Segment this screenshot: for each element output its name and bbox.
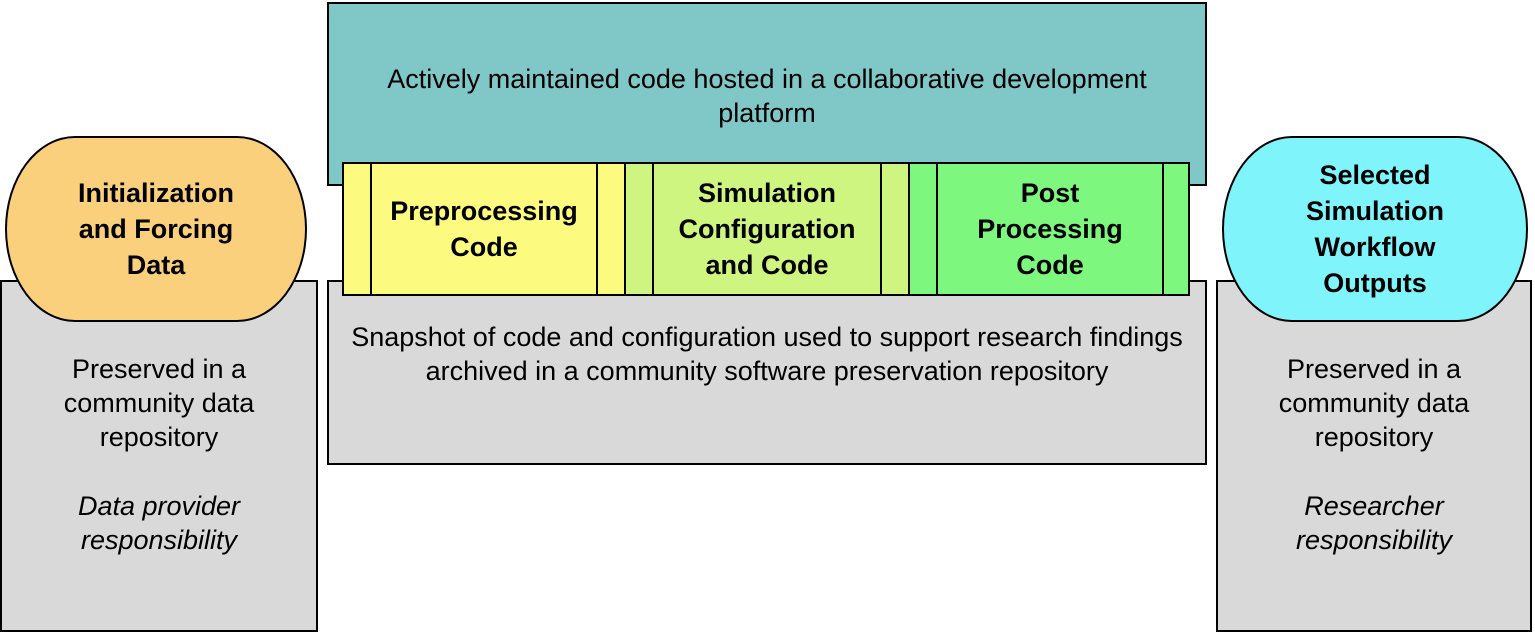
simulation-right-edge bbox=[880, 162, 910, 296]
postprocessing-code-block: Post Processing Code bbox=[936, 162, 1164, 296]
input-data-cylinder: Initialization and Forcing Data bbox=[5, 136, 307, 322]
postprocessing-left-edge bbox=[908, 162, 938, 296]
left-responsibility-text: Data provider responsibility bbox=[77, 491, 241, 555]
right-archive-panel: Preserved in a community data repository… bbox=[1216, 280, 1532, 632]
software-preservation-panel: Snapshot of code and configuration used … bbox=[327, 280, 1207, 465]
simulation-code-label: Simulation Configuration and Code bbox=[678, 178, 856, 280]
postprocessing-right-edge bbox=[1162, 162, 1190, 296]
preprocessing-left-edge bbox=[342, 162, 372, 296]
simulation-left-edge bbox=[624, 162, 654, 296]
development-platform-text: Actively maintained code hosted in a col… bbox=[387, 64, 1147, 128]
postprocessing-code-label: Post Processing Code bbox=[977, 178, 1123, 280]
workflow-outputs-label: Selected Simulation Workflow Outputs bbox=[1305, 160, 1444, 298]
right-responsibility-text: Researcher responsibility bbox=[1295, 491, 1453, 555]
left-preserved-text: Preserved in a community data repository bbox=[63, 354, 255, 452]
development-platform-box: Actively maintained code hosted in a col… bbox=[327, 2, 1207, 186]
software-preservation-text: Snapshot of code and configuration used … bbox=[351, 322, 1183, 386]
right-preserved-text: Preserved in a community data repository bbox=[1278, 354, 1470, 452]
simulation-code-block: Simulation Configuration and Code bbox=[652, 162, 882, 296]
left-archive-panel: Preserved in a community data repository… bbox=[0, 280, 318, 632]
workflow-outputs-cylinder: Selected Simulation Workflow Outputs bbox=[1222, 136, 1528, 322]
preprocessing-code-label: Preprocessing Code bbox=[390, 196, 578, 262]
preprocessing-right-edge bbox=[596, 162, 626, 296]
preprocessing-code-block: Preprocessing Code bbox=[370, 162, 598, 296]
input-data-label: Initialization and Forcing Data bbox=[77, 178, 234, 280]
